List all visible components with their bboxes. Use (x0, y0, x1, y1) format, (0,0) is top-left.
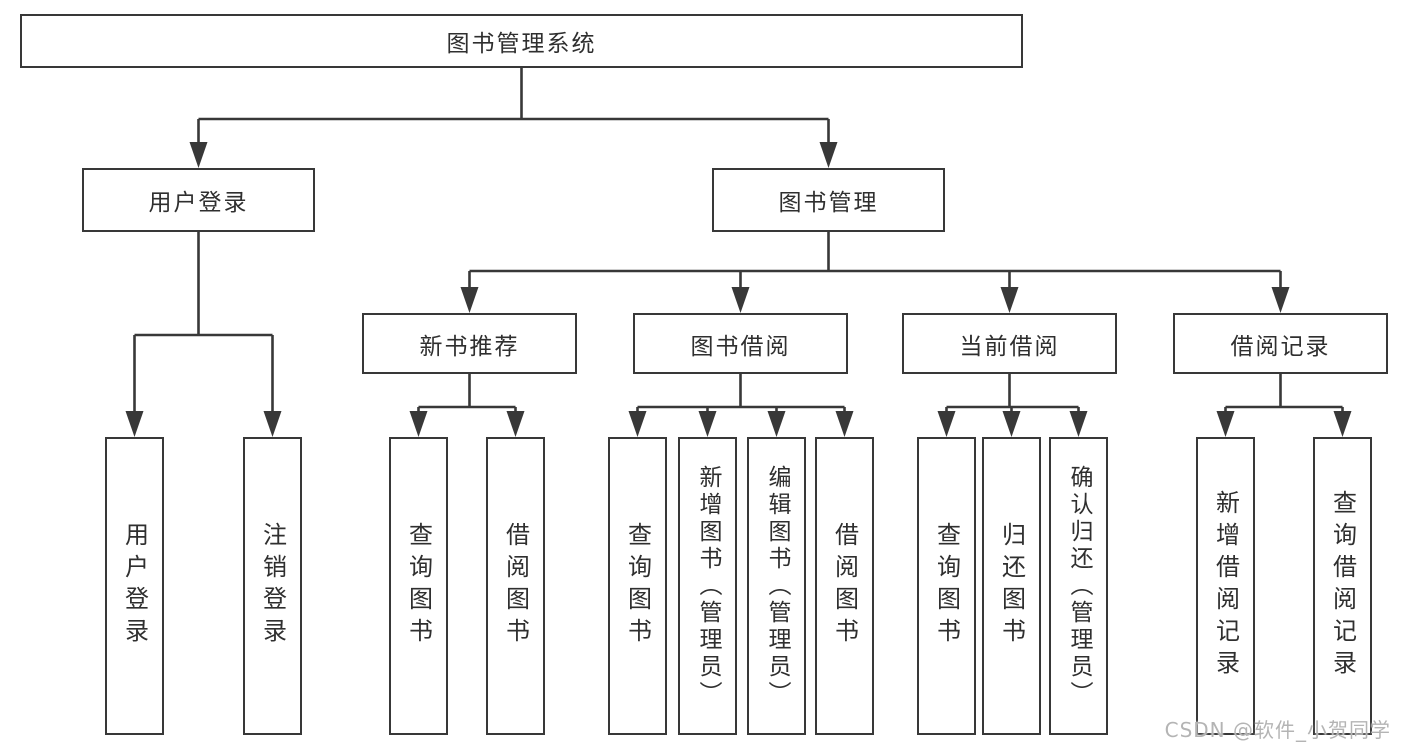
leaf-edit-book-admin: 编辑图书（管理员） (747, 437, 806, 735)
leaf-query-borrow-record: 查询借阅记录 (1313, 437, 1372, 735)
leaf-query-books-borrowing: 查询图书 (608, 437, 667, 735)
node-new-book-recommend: 新书推荐 (362, 313, 577, 374)
leaf-add-book-admin: 新增图书（管理员） (678, 437, 737, 735)
connector-root-to-level2 (189, 68, 838, 168)
leaf-return-books: 归还图书 (982, 437, 1041, 735)
node-book-management: 图书管理 (712, 168, 945, 232)
leaf-logout-login: 注销登录 (243, 437, 302, 735)
node-book-borrowing: 图书借阅 (633, 313, 848, 374)
node-root: 图书管理系统 (20, 14, 1023, 68)
leaf-borrow-books-borrowing: 借阅图书 (815, 437, 874, 735)
node-user-login: 用户登录 (82, 168, 315, 232)
connector-borrowing-records-to-leaves (1216, 374, 1352, 437)
connector-user-login-to-leaves (125, 232, 282, 437)
node-borrowing-records: 借阅记录 (1173, 313, 1388, 374)
connector-book-management-to-level3 (460, 232, 1290, 313)
leaf-user-login: 用户登录 (105, 437, 164, 735)
leaf-borrow-books-recommend: 借阅图书 (486, 437, 545, 735)
node-current-borrowing: 当前借阅 (902, 313, 1117, 374)
connector-new-book-recommend-to-leaves (409, 374, 525, 437)
csdn-watermark: CSDN @软件_小贺同学 (1164, 718, 1391, 742)
connector-book-borrowing-to-leaves (628, 374, 854, 437)
leaf-confirm-return-admin: 确认归还（管理员） (1049, 437, 1108, 735)
leaf-add-borrow-record: 新增借阅记录 (1196, 437, 1255, 735)
connector-current-borrowing-to-leaves (937, 374, 1088, 437)
leaf-query-books-current: 查询图书 (917, 437, 976, 735)
leaf-query-books-recommend: 查询图书 (389, 437, 448, 735)
